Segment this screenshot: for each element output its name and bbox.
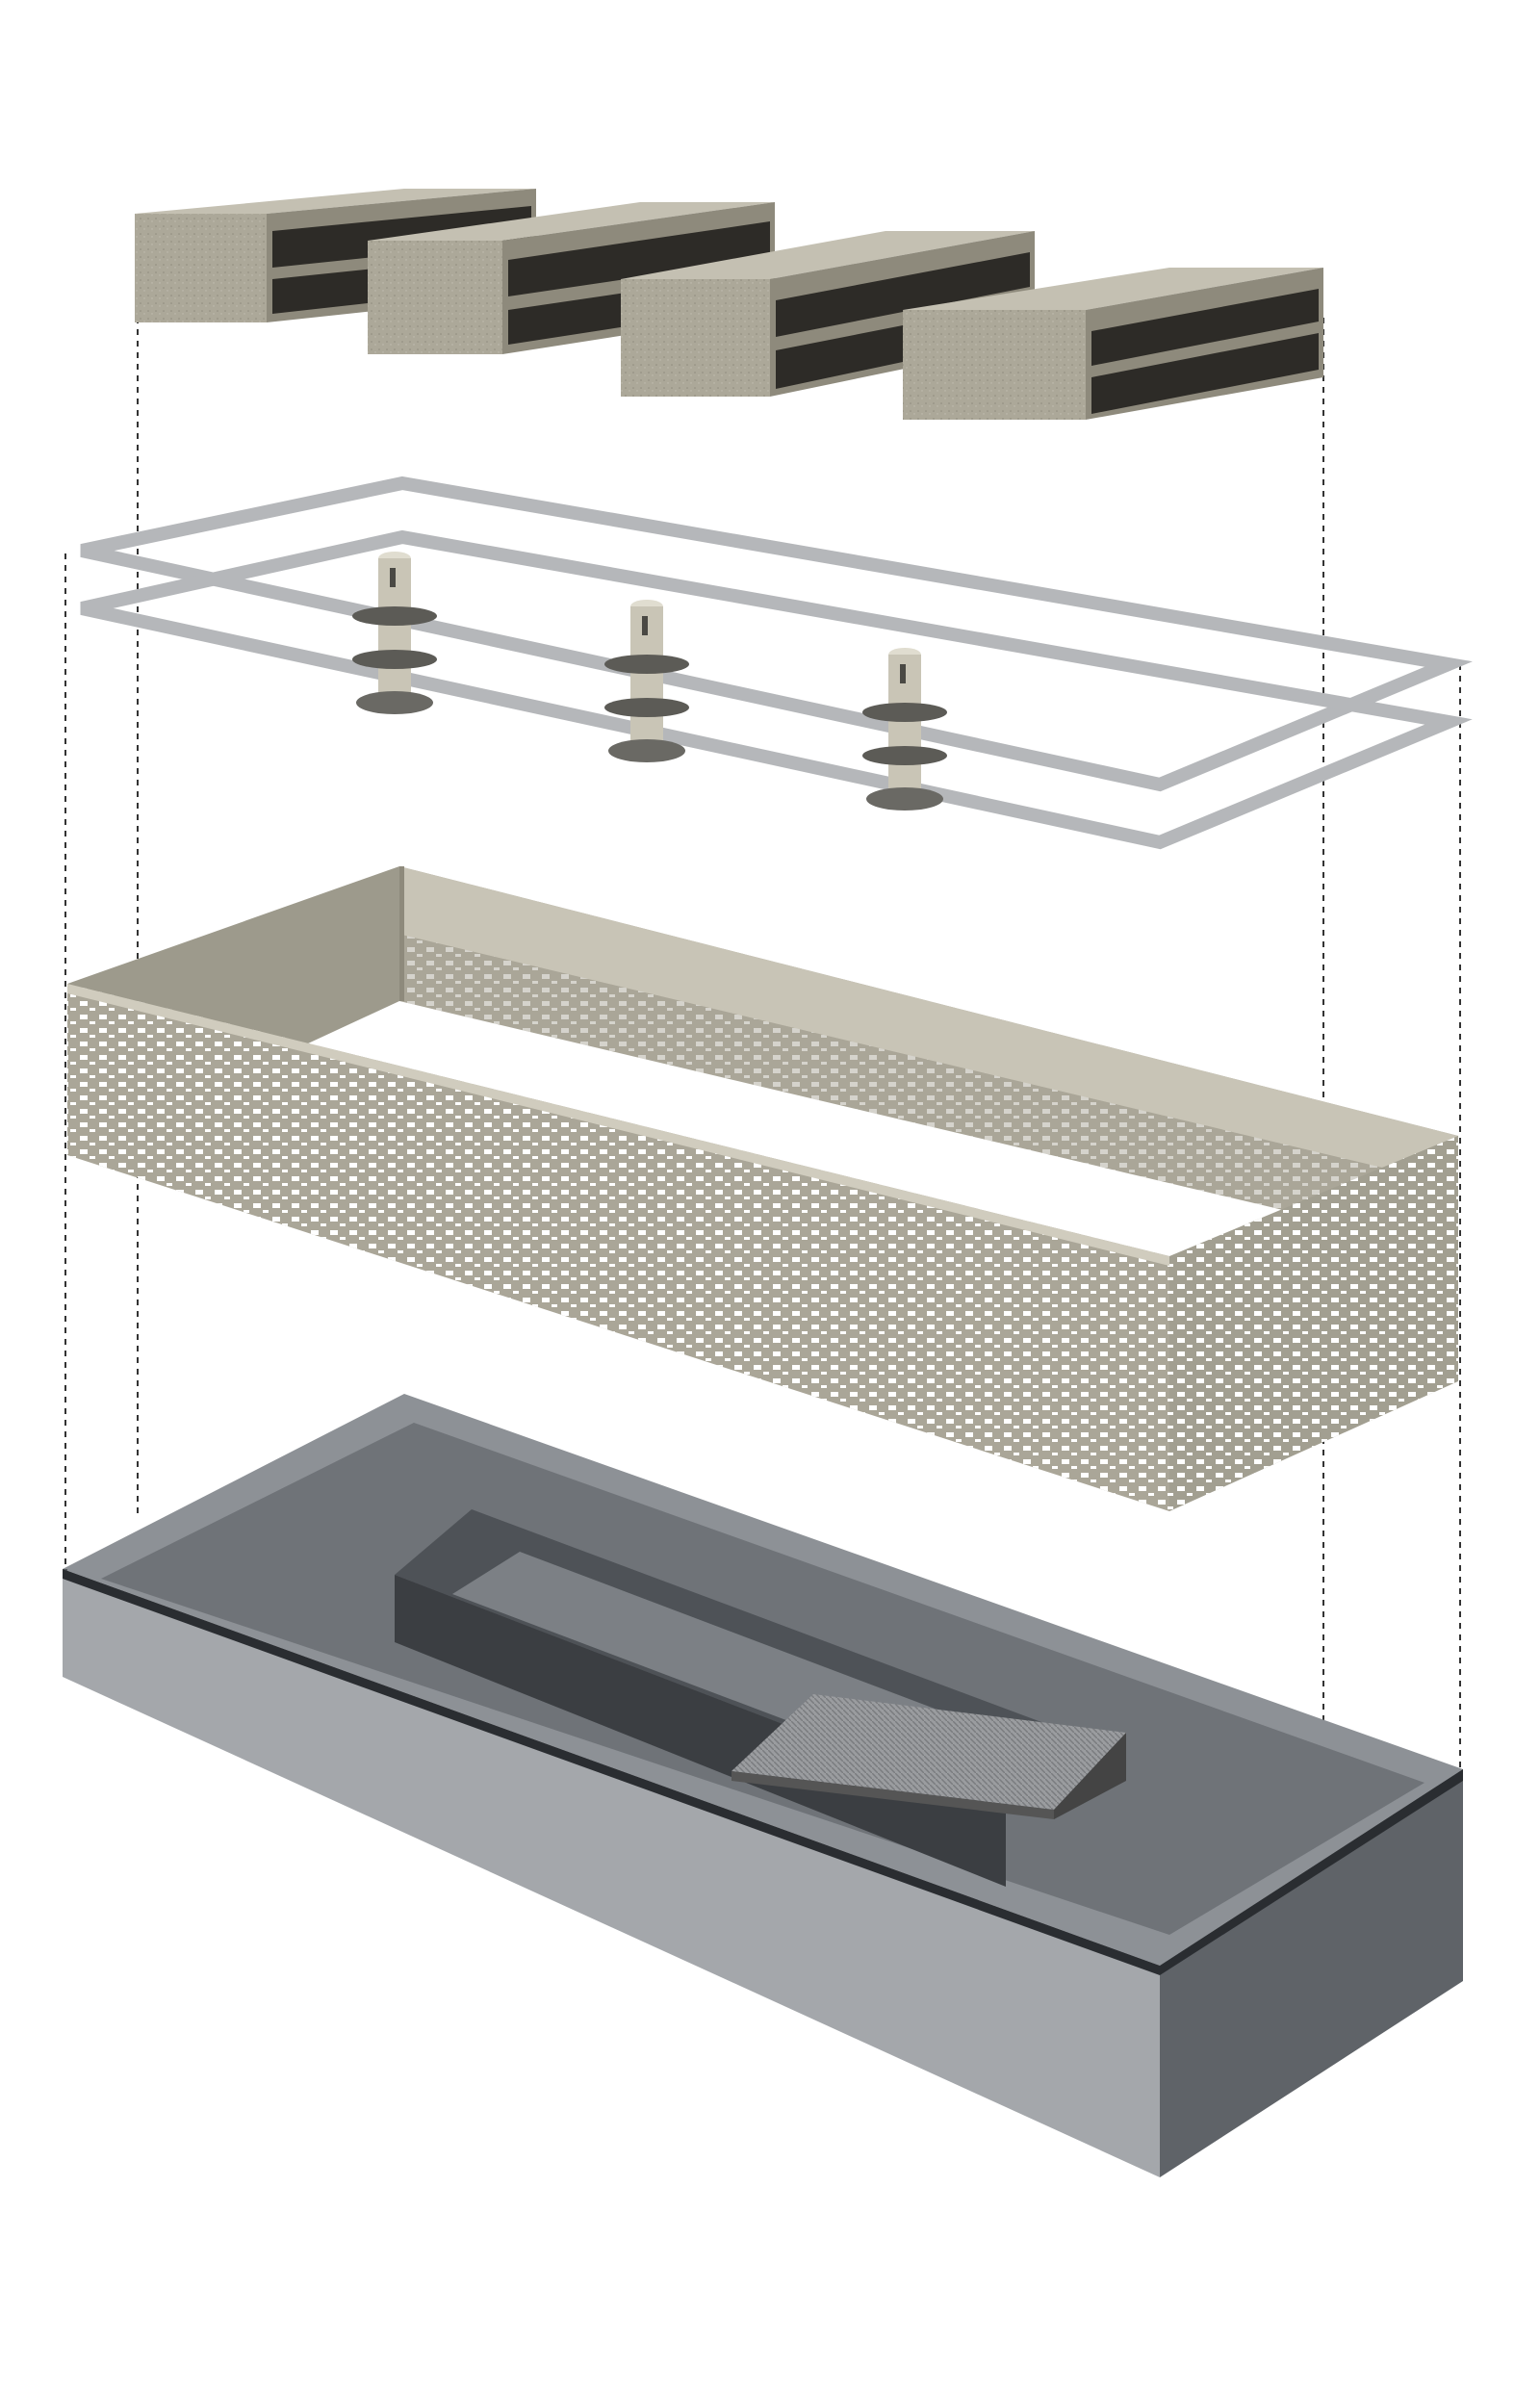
stone-block-4 bbox=[903, 268, 1323, 420]
perforated-wall-layer bbox=[67, 866, 1458, 1511]
screw-pile-1 bbox=[352, 552, 437, 714]
screw-pile-2 bbox=[604, 600, 689, 762]
stone-blocks-layer bbox=[135, 189, 1323, 420]
guide-lines bbox=[64, 318, 1461, 1776]
base-tray-right bbox=[1160, 1769, 1463, 2177]
frame-ring-upper bbox=[80, 476, 1473, 792]
perforated-wall-top-rim bbox=[337, 866, 1458, 1170]
frame-rings-layer bbox=[80, 476, 1473, 850]
ramp bbox=[732, 1694, 1126, 1819]
frame-ring-lower bbox=[80, 529, 1473, 850]
base-tray-front bbox=[63, 1569, 1160, 2177]
base-tray-layer bbox=[63, 1394, 1463, 2177]
screw-pile-3 bbox=[862, 648, 947, 811]
screw-piles-layer bbox=[352, 552, 947, 811]
stone-block-3 bbox=[621, 231, 1035, 397]
